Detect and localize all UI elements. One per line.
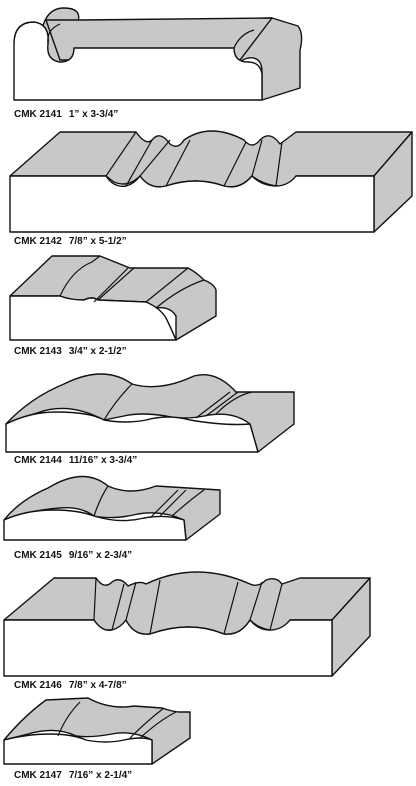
molding-2145-drawing	[3, 475, 221, 541]
profile-caption-2141: CMK 2141 1” x 3-3/4”	[14, 109, 118, 120]
profile-code: CMK 2142	[14, 236, 62, 247]
molding-2144-drawing	[5, 373, 295, 453]
profile-size: 11/16” x 3-3/4”	[68, 455, 138, 466]
molding-2142-drawing	[9, 130, 413, 233]
molding-2146-drawing	[3, 571, 371, 677]
profile-size: 9/16” x 2-3/4”	[68, 550, 133, 561]
profile-code: CMK 2147	[14, 770, 62, 781]
molding-2143-drawing	[9, 255, 217, 341]
profile-code: CMK 2146	[14, 680, 62, 691]
profile-caption-2144: CMK 2144 11/16” x 3-3/4”	[14, 455, 137, 466]
molding-2141-drawing	[13, 7, 303, 101]
profile-size: 7/8” x 4-7/8”	[68, 680, 127, 691]
profile-size: 7/8” x 5-1/2”	[68, 236, 127, 247]
profile-code: CMK 2144	[14, 455, 62, 466]
profile-size: 7/16” x 2-1/4”	[68, 770, 133, 781]
profile-caption-2143: CMK 2143 3/4” x 2-1/2”	[14, 346, 127, 357]
profile-caption-2145: CMK 2145 9/16” x 2-3/4”	[14, 550, 132, 561]
profile-size: 3/4” x 2-1/2”	[68, 346, 127, 357]
molding-2147-drawing	[3, 697, 191, 765]
profile-caption-2142: CMK 2142 7/8” x 5-1/2”	[14, 236, 127, 247]
profile-code: CMK 2141	[14, 109, 62, 120]
profile-code: CMK 2143	[14, 346, 62, 357]
profile-code: CMK 2145	[14, 550, 62, 561]
profile-caption-2147: CMK 2147 7/16” x 2-1/4”	[14, 770, 132, 781]
profile-size: 1” x 3-3/4”	[68, 109, 119, 120]
profile-caption-2146: CMK 2146 7/8” x 4-7/8”	[14, 680, 127, 691]
